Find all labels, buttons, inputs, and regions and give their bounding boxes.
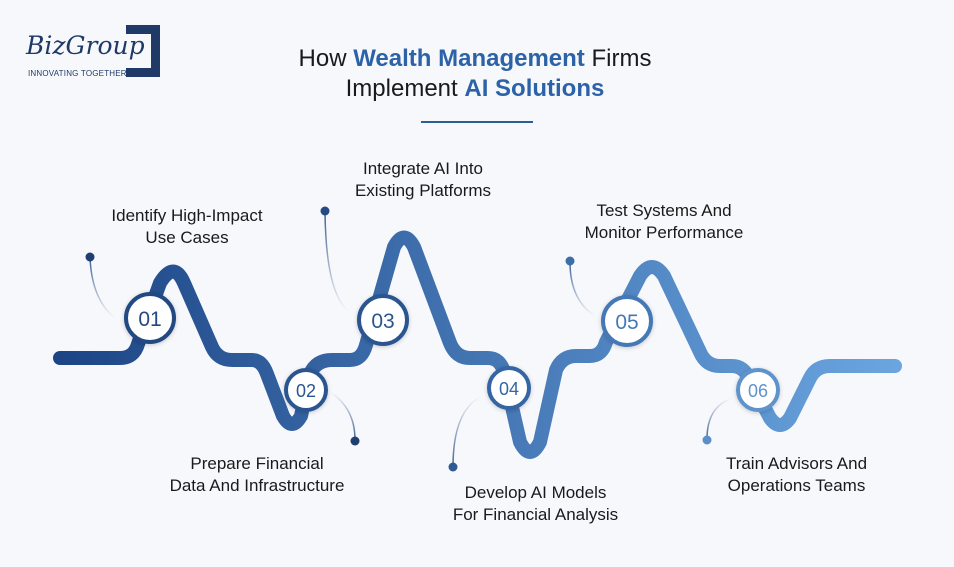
step-label-02: Prepare Financial Data And Infrastructur…: [142, 453, 372, 497]
step-03-line2: Existing Platforms: [354, 181, 492, 200]
connector-02: [329, 391, 360, 446]
step-badge-05: 05: [601, 295, 653, 347]
wave-line: [53, 230, 902, 459]
step-number-05: 05: [615, 311, 638, 334]
step-05-line1: Test Systems And: [596, 201, 732, 220]
connector-06: [702, 397, 734, 445]
page-title-line1: How Wealth Management Firms: [250, 44, 700, 74]
step-badge-03: 03: [357, 294, 409, 346]
step-06-line1: Train Advisors And: [725, 454, 868, 473]
logo-bracket-shape: [126, 25, 160, 77]
step-badge-04: 04: [487, 366, 531, 410]
connector-01: [85, 252, 116, 319]
step-04-line1: Develop AI Models: [464, 483, 607, 502]
step-01-line2: Use Cases: [145, 228, 229, 247]
step-label-06: Train Advisors And Operations Teams: [694, 453, 899, 497]
step-label-03: Integrate AI Into Existing Platforms: [323, 158, 523, 202]
step-badge-02: 02: [284, 368, 328, 412]
title-suffix: Firms: [584, 45, 652, 72]
step-06-line2: Operations Teams: [727, 476, 866, 495]
step-label-05: Test Systems And Monitor Performance: [554, 200, 774, 244]
title-highlight-2: AI Solutions: [464, 75, 605, 102]
bizgroup-logo: BizGroup INNOVATING TOGETHER: [26, 25, 166, 85]
step-label-01: Identify High-Impact Use Cases: [87, 205, 287, 249]
title-prefix-2: Implement: [345, 75, 465, 102]
step-05-line2: Monitor Performance: [584, 223, 744, 242]
page-title-line2: Implement AI Solutions: [250, 74, 700, 104]
logo-name: BizGroup: [26, 31, 145, 60]
step-badge-06: 06: [736, 368, 780, 412]
connector-04: [448, 395, 483, 472]
step-number-02: 02: [296, 381, 316, 401]
connector-05: [565, 256, 596, 317]
title-highlight-1: Wealth Management: [353, 45, 585, 72]
step-number-03: 03: [371, 310, 394, 333]
step-02-line2: Data And Infrastructure: [169, 476, 345, 495]
step-number-06: 06: [748, 381, 768, 401]
connector-03: [320, 206, 351, 313]
step-label-04: Develop AI Models For Financial Analysis: [423, 482, 648, 526]
step-01-line1: Identify High-Impact: [111, 206, 263, 225]
step-04-line2: For Financial Analysis: [452, 505, 619, 524]
title-underline: [421, 121, 533, 123]
title-prefix: How: [298, 45, 354, 72]
step-number-01: 01: [138, 308, 161, 331]
step-badge-01: 01: [124, 292, 176, 344]
step-number-04: 04: [499, 379, 519, 399]
step-03-line1: Integrate AI Into: [362, 159, 484, 178]
step-02-line1: Prepare Financial: [190, 454, 324, 473]
logo-tagline: INNOVATING TOGETHER: [28, 69, 127, 78]
